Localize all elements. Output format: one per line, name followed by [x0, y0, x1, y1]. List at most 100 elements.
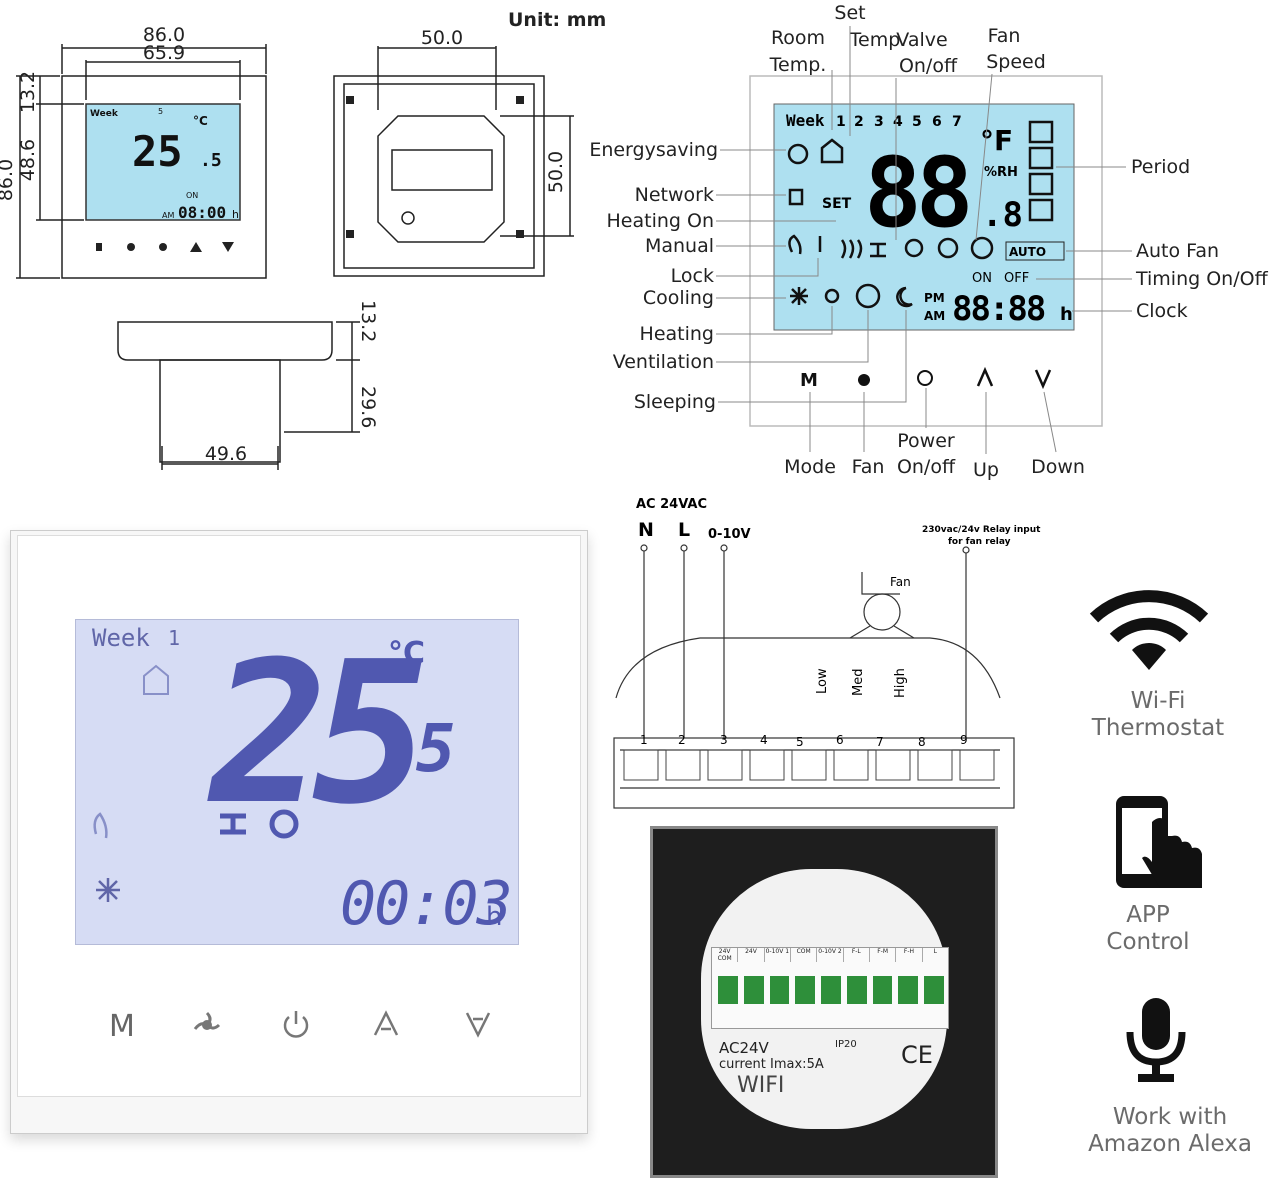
label-auto-fan: Auto Fan: [1136, 240, 1219, 262]
legend-up-button: [976, 366, 994, 387]
svg-text:9: 9: [960, 733, 968, 747]
small-on: ON: [186, 191, 198, 200]
dim-back-width: 50.0: [421, 27, 463, 49]
wiring-l: L: [678, 519, 690, 541]
label-fan-speed: Speed: [986, 51, 1046, 73]
unit-label: Unit: mm: [508, 9, 606, 31]
label-mode: Mode: [784, 456, 836, 478]
valve-icon: [870, 242, 886, 258]
feature-alexa-line2: Amazon Alexa: [1088, 1131, 1252, 1157]
lcd-clock-h: h: [486, 902, 503, 932]
snowflake-icon: [790, 287, 808, 305]
fan-icon: [269, 809, 299, 839]
terminal-label: COM: [791, 948, 818, 962]
svg-text:2: 2: [678, 733, 686, 747]
side-view: [117, 321, 360, 470]
label-manual: Manual: [645, 235, 714, 257]
small-temp: 25: [132, 127, 183, 176]
power-button[interactable]: [279, 1007, 313, 1041]
microphone-icon: [1126, 998, 1186, 1082]
svg-text:4: 4: [893, 114, 903, 130]
dim-inner-width: 65.9: [143, 42, 185, 64]
lcd-unit: °C: [388, 636, 426, 671]
fan-low-icon: [904, 238, 924, 258]
terminal-strip: 24V COM 24V 0-10V 1 COM 0-10V 2 F-L F-M …: [711, 947, 949, 1029]
lcd-temperature-decimal: .5: [376, 710, 456, 787]
small-am: AM: [162, 211, 174, 220]
legend-set: SET: [822, 196, 852, 212]
legend-week: Week: [786, 111, 825, 130]
label-power-onoff: On/off: [897, 456, 956, 478]
terminal-label: L: [933, 948, 937, 955]
snowflake-icon: [96, 878, 120, 902]
label-clock: Clock: [1136, 300, 1188, 322]
label-fan-button: Fan: [852, 456, 885, 478]
period-2-icon: [1028, 146, 1054, 170]
spec-current: current Imax:5A: [719, 1057, 824, 1072]
lcd-screen: Week 1 25 .5 °C 00:03 h: [75, 619, 519, 945]
legend-down-button: [1034, 369, 1052, 390]
small-temp-dec: .5: [200, 150, 222, 171]
wiring-diagram: AC 24VAC N L 0-10V 230vac/24v Relay inpu…: [613, 497, 1041, 809]
legend-clock: 88:88: [952, 289, 1045, 329]
dim-side-depth: 29.6: [357, 386, 379, 428]
legend-h: h: [1060, 304, 1073, 325]
label-heating-on: Heating On: [607, 210, 715, 232]
label-lock: Lock: [671, 265, 714, 287]
small-day: 5: [158, 107, 163, 116]
label-up: Up: [973, 459, 999, 481]
feature-app-line1: APP: [1126, 902, 1170, 928]
legend-rh: %RH: [984, 165, 1018, 180]
legend-decimal: .8: [982, 195, 1023, 235]
small-clock: 08:00: [178, 203, 226, 222]
label-room: Room: [771, 27, 825, 49]
energysaving-icon: [787, 143, 809, 165]
svg-text:4: 4: [760, 733, 768, 747]
spec-voltage: AC24V: [719, 1039, 769, 1057]
lcd-clock: 00:03: [340, 869, 513, 939]
wifi-icon: [1089, 590, 1209, 670]
fan-mid-icon: [937, 237, 959, 259]
home-icon: [820, 138, 844, 164]
legend-am: AM: [924, 309, 945, 323]
legend-on: ON: [972, 271, 992, 286]
phone-touch-icon: [1116, 796, 1202, 888]
feature-wifi-line2: Thermostat: [1091, 715, 1225, 741]
label-cooling: Cooling: [643, 287, 714, 309]
terminal-label: F-M: [870, 948, 897, 962]
wiring-relay: 230vac/24v Relay input: [922, 525, 1041, 535]
lcd-temperature: 25: [210, 620, 430, 848]
lcd-day: 1: [168, 626, 181, 650]
svg-text:2: 2: [854, 114, 864, 130]
legend-auto: AUTO: [1009, 245, 1046, 259]
small-buttons: [96, 242, 234, 252]
network-icon: [788, 188, 804, 206]
dim-side-width: 49.6: [205, 443, 247, 465]
label-period: Period: [1131, 156, 1190, 178]
label-energysaving: Energysaving: [589, 139, 718, 161]
ce-mark: CE: [901, 1041, 933, 1069]
label-network: Network: [635, 184, 714, 206]
legend-fan-button: [858, 374, 870, 386]
dim-front-height: 86.0: [0, 159, 17, 201]
thermostat-device: Week 1 25 .5 °C 00:03 h M: [10, 530, 588, 1134]
moon-icon: [896, 286, 913, 308]
ventilation-icon: [855, 283, 881, 309]
svg-text:3: 3: [874, 114, 884, 130]
hand-icon: [788, 234, 802, 255]
fan-button[interactable]: [191, 1009, 223, 1041]
label-power: Power: [897, 430, 955, 452]
up-button[interactable]: [371, 1009, 401, 1039]
svg-text:7: 7: [952, 114, 962, 130]
terminal-label: 0-10V 1: [765, 948, 791, 962]
svg-text:6: 6: [932, 114, 942, 130]
label-down: Down: [1031, 456, 1085, 478]
feature-alexa-line1: Work with: [1112, 1104, 1228, 1130]
down-button[interactable]: [463, 1009, 493, 1039]
terminal-label: 0-10V 2: [817, 948, 844, 962]
feature-wifi: Wi-Fi Thermostat: [1068, 688, 1248, 742]
dim-front-width: 86.0: [143, 24, 185, 46]
mode-button[interactable]: M: [109, 1009, 135, 1044]
svg-text:6: 6: [836, 733, 844, 747]
